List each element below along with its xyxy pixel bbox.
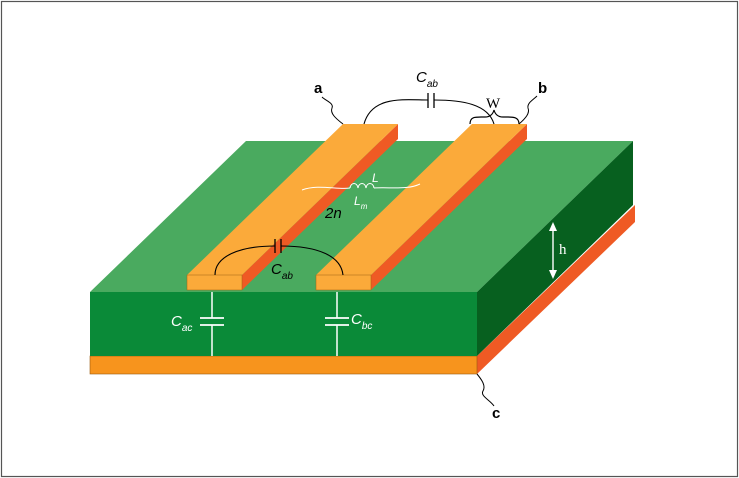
cab-mid-wire-left bbox=[214, 245, 276, 276]
spacing-2n-label: 2n bbox=[324, 205, 342, 222]
lm-wire-left bbox=[301, 186, 351, 191]
cab-top-label: Cab bbox=[416, 69, 438, 90]
cab-mid-label-main: C bbox=[271, 261, 282, 278]
port-c-lead bbox=[476, 373, 495, 407]
height-label: h bbox=[559, 242, 567, 258]
cab-top-wire-left bbox=[363, 99, 429, 125]
ground-plane-side bbox=[477, 205, 635, 374]
port-a-lead bbox=[321, 96, 344, 125]
port-c-label: c bbox=[492, 405, 500, 422]
port-b-lead bbox=[518, 95, 538, 125]
cab-mid-label-sub: ab bbox=[282, 271, 294, 282]
inductance-l-label: L bbox=[372, 171, 379, 185]
cbc-label-sub: bc bbox=[362, 321, 373, 332]
cbc-label-main: C bbox=[351, 311, 362, 328]
inductor-icon bbox=[349, 182, 375, 189]
cab-mid-label: Cab bbox=[271, 261, 293, 282]
cab-top-label-sub: ab bbox=[427, 79, 439, 90]
height-arrow-up-icon bbox=[549, 222, 557, 231]
cbc-label: Cbc bbox=[351, 311, 372, 332]
inductance-lm-label: Lm bbox=[354, 194, 368, 211]
cac-label-main: C bbox=[171, 313, 182, 330]
inductance-lm-sub: m bbox=[361, 202, 368, 211]
substrate-front bbox=[90, 292, 477, 356]
trace-a-front bbox=[186, 274, 243, 291]
width-label: W bbox=[486, 96, 501, 112]
trace-b-top bbox=[316, 124, 527, 275]
cab-mid-wire-right bbox=[280, 245, 344, 276]
port-a-label: a bbox=[314, 80, 323, 97]
cac-label: Cac bbox=[171, 313, 192, 334]
lm-wire-right bbox=[373, 183, 421, 189]
cac-label-sub: ac bbox=[182, 323, 193, 334]
cab-top-label-main: C bbox=[416, 69, 427, 86]
trace-b-front bbox=[315, 274, 372, 291]
trace-a-top bbox=[187, 124, 398, 275]
height-arrow-down-icon bbox=[549, 270, 557, 279]
cab-top-wire-right bbox=[433, 99, 495, 125]
width-brace bbox=[469, 109, 520, 125]
inductance-lm-main: L bbox=[354, 194, 361, 208]
port-b-label: b bbox=[538, 80, 547, 97]
substrate-side bbox=[477, 141, 633, 356]
trace-b-side bbox=[371, 124, 527, 290]
ground-plane-front bbox=[89, 355, 478, 375]
